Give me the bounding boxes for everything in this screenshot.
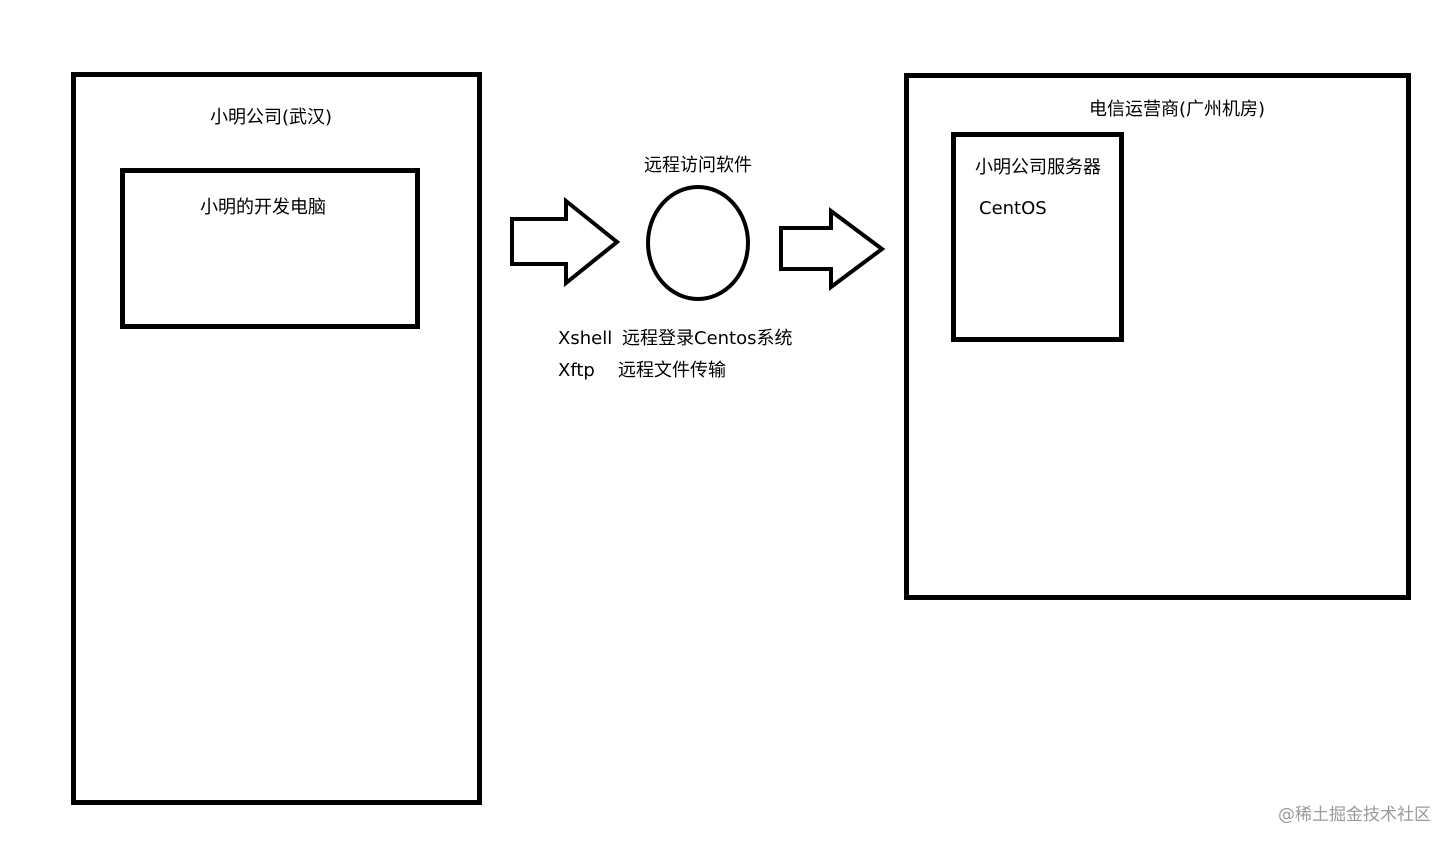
tool-desc-xshell: 远程登录Centos系统 [622,328,793,349]
datacenter-box [904,73,1411,600]
dev-computer-box [120,168,420,329]
arrow-left [510,196,621,288]
company-box [71,72,482,805]
watermark: @稀土掘金技术社区 [1278,805,1431,825]
company-title: 小明公司(武汉) [209,107,333,128]
datacenter-title: 电信运营商(广州机房) [1088,99,1266,120]
tool-name-xshell: Xshell [558,328,613,349]
arrow-right [779,207,886,291]
tool-name-xftp: Xftp [558,360,595,381]
server-os: CentOS [979,198,1047,219]
remote-title: 远程访问软件 [644,155,752,176]
remote-software-circle [646,185,750,301]
tool-desc-xftp: 远程文件传输 [618,360,726,381]
server-title: 小明公司服务器 [975,157,1101,178]
dev-computer-label: 小明的开发电脑 [200,197,326,218]
server-box [951,132,1124,342]
